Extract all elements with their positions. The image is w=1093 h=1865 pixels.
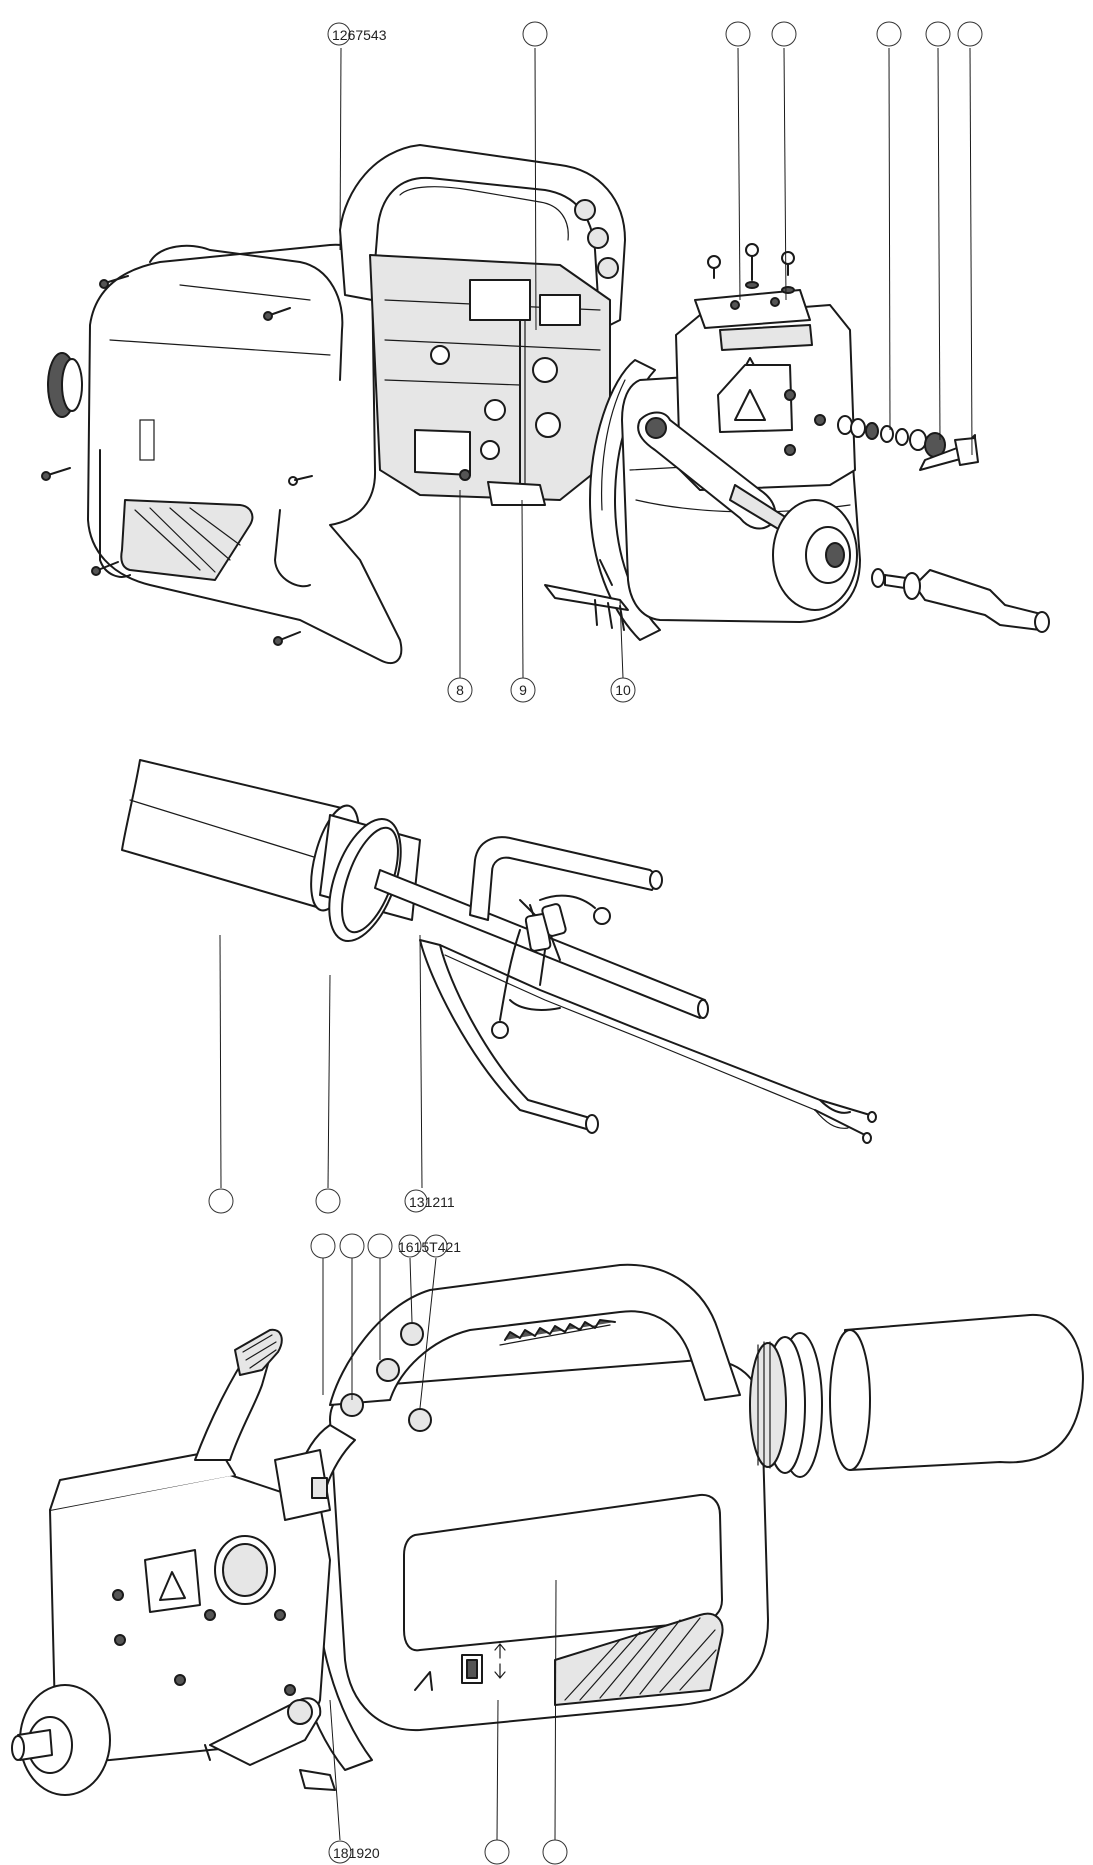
middle-exploded-view	[121, 759, 877, 1144]
callout-label-middle-group: 131211	[409, 1194, 455, 1210]
callouts: 1267543 8 9 10 131211 1615T421 181920	[208, 21, 983, 1865]
callout-bubble	[328, 1840, 352, 1864]
callout-label-9: 9	[519, 682, 527, 698]
leader-lines	[219, 47, 973, 1841]
callout-bubble	[447, 677, 473, 703]
callout-bubble	[484, 1839, 510, 1865]
callout-bubble	[522, 21, 548, 47]
callout-bubble	[339, 1233, 365, 1259]
callout-bubble	[771, 21, 797, 47]
callout-bubble	[610, 677, 636, 703]
callout-label-bottom-upper-group: 1615T421	[398, 1239, 461, 1255]
callout-bubble	[310, 1233, 336, 1259]
callout-bubble	[957, 21, 983, 47]
callout-label-10: 10	[615, 682, 631, 698]
bottom-assembled-view	[11, 1263, 1084, 1796]
top-exploded-view	[41, 144, 1050, 665]
callout-bubble	[367, 1233, 393, 1259]
callout-bubble	[315, 1188, 341, 1214]
callout-bubble	[398, 1234, 422, 1258]
callout-label-8: 8	[456, 682, 464, 698]
callout-label-bottom-lower-group: 181920	[333, 1845, 380, 1861]
callout-bubble	[208, 1188, 234, 1214]
callout-bubble	[404, 1189, 428, 1213]
callout-bubble	[925, 21, 951, 47]
callout-bubble	[510, 677, 536, 703]
callout-bubble	[876, 21, 902, 47]
callout-bubble	[725, 21, 751, 47]
callout-bubble	[327, 22, 351, 46]
callout-bubble	[542, 1839, 568, 1865]
callout-bubble	[424, 1234, 448, 1258]
callout-label-top-group: 1267543	[332, 27, 387, 43]
